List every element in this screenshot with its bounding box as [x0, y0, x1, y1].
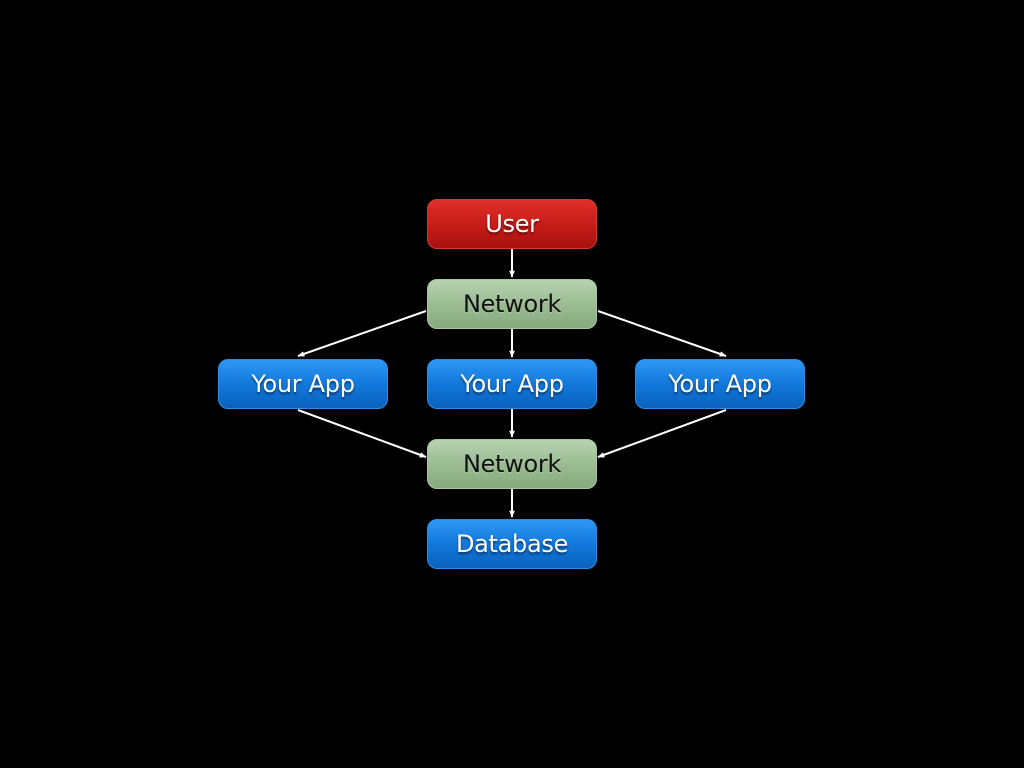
app-node-center-label: Your App	[460, 370, 564, 398]
database-node: Database	[427, 519, 597, 569]
connector-network-top-to-app-right	[597, 310, 727, 357]
app-node-right: Your App	[635, 359, 805, 409]
app-node-left-label: Your App	[251, 370, 355, 398]
app-node-left: Your App	[218, 359, 388, 409]
connector-network-top-to-app-left	[297, 310, 427, 357]
user-node-label: User	[485, 210, 539, 238]
connector-app-right-to-network-bottom	[597, 409, 727, 458]
network-node-bottom: Network	[427, 439, 597, 489]
app-node-center: Your App	[427, 359, 597, 409]
connector-app-left-to-network-bottom	[297, 409, 427, 458]
app-node-right-label: Your App	[668, 370, 772, 398]
user-node: User	[427, 199, 597, 249]
database-node-label: Database	[455, 530, 569, 558]
network-node-top: Network	[427, 279, 597, 329]
network-node-top-label: Network	[462, 290, 562, 318]
network-node-bottom-label: Network	[462, 450, 562, 478]
